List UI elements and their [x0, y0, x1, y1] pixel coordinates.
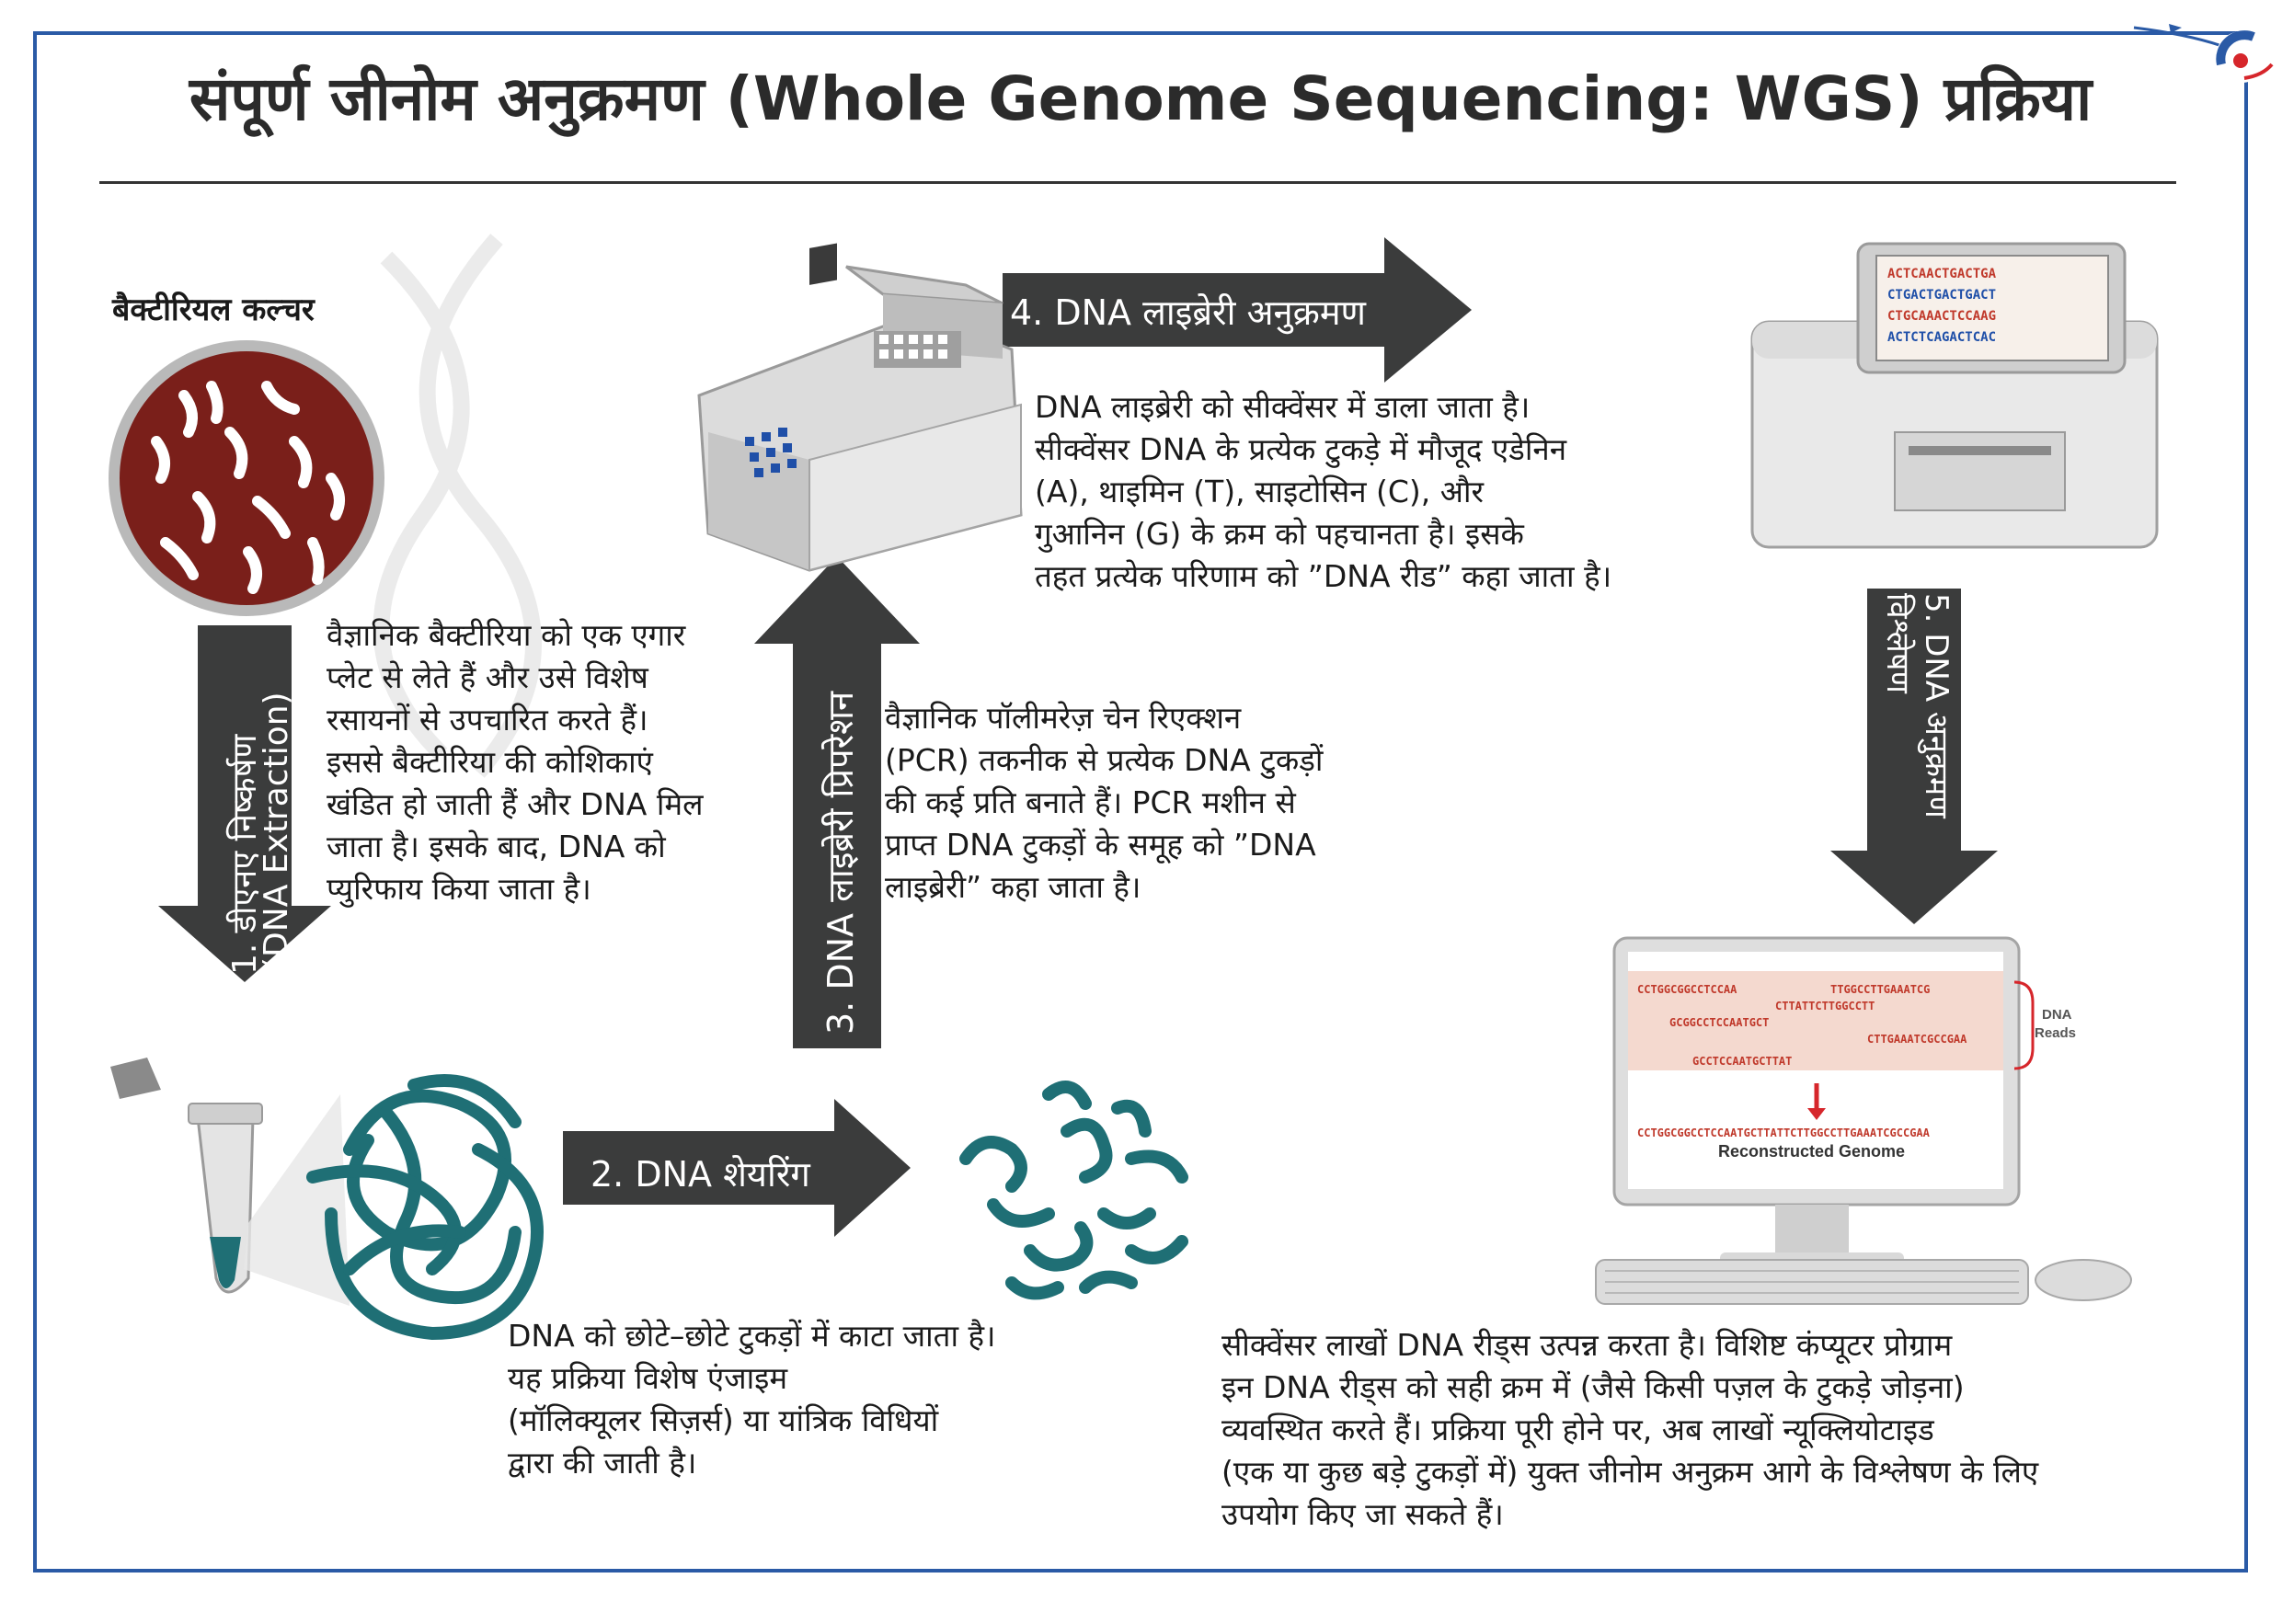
- sequencing-line: तहत प्रत्येक परिणाम को ”DNA रीड” कहा जात…: [1035, 558, 1612, 594]
- dna-reads-label-2: Reads: [2035, 1025, 2076, 1041]
- step2-arrow: [563, 1099, 911, 1237]
- dna-fragments-icon: [959, 1081, 1188, 1300]
- step2-label: 2. DNA शेयरिंग: [591, 1154, 810, 1195]
- dna-reads-label-1: DNA: [2042, 1007, 2072, 1023]
- computer-screen: CCTGGCGGCCTCCAA TTGGCCTTGAAATCG CTTATTCT…: [1637, 983, 2076, 1161]
- extraction-line: जाता है। इसके बाद, DNA को: [327, 829, 666, 864]
- background-helix-icon: [373, 234, 542, 778]
- sequencer-icon: [1750, 242, 2159, 549]
- extraction-line: इससे बैक्टीरिया की कोशिकाएं: [327, 744, 653, 780]
- read-2: TTGGCCTTGAAATCG: [1830, 983, 1930, 996]
- shearing-line: DNA को छोटे–छोटे टुकड़ों में काटा जाता ह…: [508, 1318, 996, 1354]
- step1-label-line2: (DNA Extraction): [258, 692, 295, 970]
- shearing-line: यह प्रक्रिया विशेष एंजाइम: [508, 1360, 788, 1396]
- library-prep-line: की कई प्रति बनाते हैं। PCR मशीन से: [885, 784, 1296, 820]
- test-tube-icon: [110, 1058, 350, 1306]
- seq-line-2: CTGACTGACTGACT: [1887, 288, 1996, 303]
- analysis-line: उपयोग किए जा सकते हैं।: [1221, 1496, 1504, 1532]
- sequencer-screen: ACTCAACTGACTGA CTGACTGACTGACT CTGCAAACTC…: [1887, 267, 1997, 345]
- page-title: संपूर्ण जीनोम अनुक्रमण (Whole Genome Seq…: [189, 63, 2093, 134]
- library-prep-line: प्राप्त DNA टुकड़ों के समूह को ”DNA: [885, 827, 1316, 863]
- analysis-description: सीक्वेंसर लाखों DNA रीड्स उत्पन्न करता ह…: [1221, 1324, 2038, 1536]
- step3-arrow: [754, 556, 920, 1048]
- extraction-line: रसायनों से उपचारित करते हैं।: [327, 702, 648, 738]
- pcr-machine-icon: [697, 243, 1023, 572]
- sequencing-line: DNA लाइब्रेरी को सीक्वेंसर में डाला जाता…: [1035, 389, 1531, 425]
- seq-line-4: ACTCTCAGACTCAC: [1887, 330, 1996, 345]
- seq-line-3: CTGCAAACTCCAAG: [1887, 309, 1996, 324]
- reconstructed-genome-label: Reconstructed Genome: [1718, 1142, 1905, 1161]
- library-prep-line: वैज्ञानिक पॉलीमरेज़ चेन रिएक्शन: [885, 700, 1242, 736]
- step5-arrow: [1830, 589, 1998, 924]
- step3-label: 3. DNA लाइब्रेरी प्रिपरेशन: [820, 691, 861, 1035]
- extraction-line: प्लेट से लेते हैं और उसे विशेष: [327, 659, 648, 695]
- read-5: CTTGAAATCGCCGAA: [1867, 1033, 1967, 1046]
- reconstructed-genome-seq: CCTGGCGGCCTCCAATGCTTATTCTTGGCCTTGAAATCGC…: [1637, 1127, 1931, 1139]
- computer-icon: [1595, 936, 2132, 1305]
- analysis-line: सीक्वेंसर लाखों DNA रीड्स उत्पन्न करता ह…: [1221, 1327, 1953, 1363]
- read-6: GCCTCCAATGCTTAT: [1692, 1055, 1792, 1068]
- diagram-frame: [33, 31, 2248, 1573]
- agar-plate-icon: [109, 340, 384, 616]
- extraction-line: खंडित हो जाती हैं और DNA मिल: [327, 786, 704, 822]
- shearing-line: (मॉलिक्यूलर सिज़र्स) या यांत्रिक विधियों: [508, 1402, 939, 1438]
- extraction-description: वैज्ञानिक बैक्टीरिया को एक एगार प्लेट से…: [327, 614, 704, 910]
- step5-label-line2: विश्लेषण: [1879, 593, 1916, 694]
- sequencing-line: गुआनिन (G) के क्रम को पहचानता है। इसके: [1035, 516, 1524, 552]
- sequencing-line: सीक्वेंसर DNA के प्रत्येक टुकड़े में मौज…: [1035, 431, 1567, 467]
- extraction-line: वैज्ञानिक बैक्टीरिया को एक एगार: [327, 617, 686, 653]
- step1-arrow: [158, 625, 331, 982]
- title-divider: [99, 181, 2176, 184]
- library-prep-description: वैज्ञानिक पॉलीमरेज़ चेन रिएक्शन (PCR) तक…: [885, 697, 1323, 909]
- library-prep-line: लाइब्रेरी” कहा जाता है।: [885, 869, 1141, 905]
- tangled-dna-icon: [306, 1074, 544, 1341]
- library-prep-line: (PCR) तकनीक से प्रत्येक DNA टुकड़ों: [885, 742, 1324, 778]
- analysis-line: व्यवस्थित करते हैं। प्रक्रिया पूरी होने …: [1221, 1412, 1934, 1447]
- step4-label: 4. DNA लाइब्रेरी अनुक्रमण: [1010, 292, 1367, 333]
- shearing-description: DNA को छोटे–छोटे टुकड़ों में काटा जाता ह…: [508, 1315, 996, 1484]
- culture-label: बैक्टीरियल कल्चर: [112, 292, 315, 328]
- step5-label-line1: 5. DNA अनुक्रमण: [1918, 593, 1955, 818]
- extraction-line: प्युरिफाय किया जाता है।: [327, 871, 591, 907]
- read-1: CCTGGCGGCCTCCAA: [1637, 983, 1737, 996]
- step4-arrow: [1003, 237, 1472, 383]
- analysis-line: (एक या कुछ बड़े टुकड़ों में) युक्त जीनोम…: [1221, 1454, 2039, 1490]
- sequencing-description: DNA लाइब्रेरी को सीक्वेंसर में डाला जाता…: [1035, 386, 1611, 598]
- read-4: GCGGCCTCCAATGCT: [1669, 1016, 1769, 1029]
- analysis-line: इन DNA रीड्स को सही क्रम में (जैसे किसी …: [1221, 1369, 1965, 1405]
- sequencing-line: (A), थाइमिन (T), साइटोसिन (C), और: [1035, 474, 1485, 509]
- read-3: CTTATTCTTGGCCTT: [1775, 1000, 1875, 1012]
- shearing-line: द्वारा की जाती है।: [508, 1445, 697, 1481]
- seq-line-1: ACTCAACTGACTGA: [1887, 267, 1997, 281]
